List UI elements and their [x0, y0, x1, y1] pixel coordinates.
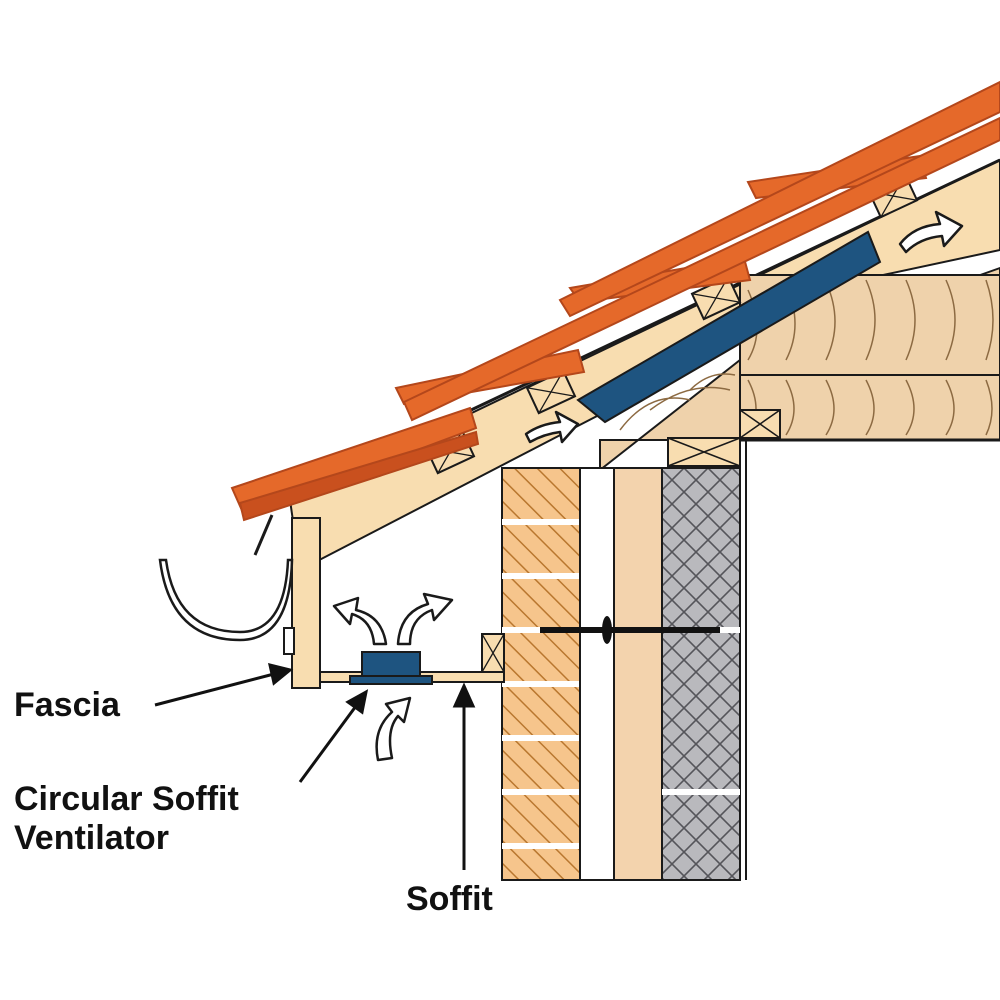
- airflow-up-arrow: [375, 696, 412, 762]
- leader-lines: [154, 662, 476, 870]
- airflow-rafter-arrow: [524, 410, 580, 444]
- airflow-exit-arrow: [898, 210, 964, 254]
- airflow-left-arrow: [332, 596, 388, 646]
- eaves-drip: [253, 514, 274, 556]
- wall-cavity: [579, 467, 615, 881]
- gutter: [158, 558, 295, 655]
- fascia-leader: [154, 672, 275, 707]
- airflow-right-arrow: [396, 592, 454, 646]
- roof-tile: [402, 116, 1000, 422]
- vent-label-line-2: Ventilator: [14, 819, 169, 858]
- roof-tile: [238, 430, 480, 522]
- fascia-leader-arrowhead: [268, 662, 294, 686]
- soffit-label: Soffit: [406, 880, 493, 918]
- fascia-board: [291, 517, 321, 689]
- wall-tie: [540, 616, 720, 644]
- circular-soffit-ventilator: [349, 651, 433, 685]
- block-wall: [661, 467, 741, 881]
- soffit-leader-arrowhead: [452, 682, 476, 708]
- airflow-arrows: [332, 210, 964, 762]
- rafter-vent-tray: [576, 230, 882, 424]
- circular-soffit-ventilator-label: Circular Soffit Ventilator: [14, 780, 239, 858]
- vent-leader-arrowhead: [345, 689, 369, 715]
- vent-label-line-1: Circular Soffit: [14, 780, 239, 818]
- roof-tile: [558, 80, 1000, 318]
- fascia-label: Fascia: [14, 686, 120, 724]
- roof-tiles: [230, 80, 1000, 522]
- vent-leader: [298, 705, 358, 783]
- cavity-insulation-board: [613, 467, 663, 881]
- brick-wall: [501, 467, 581, 881]
